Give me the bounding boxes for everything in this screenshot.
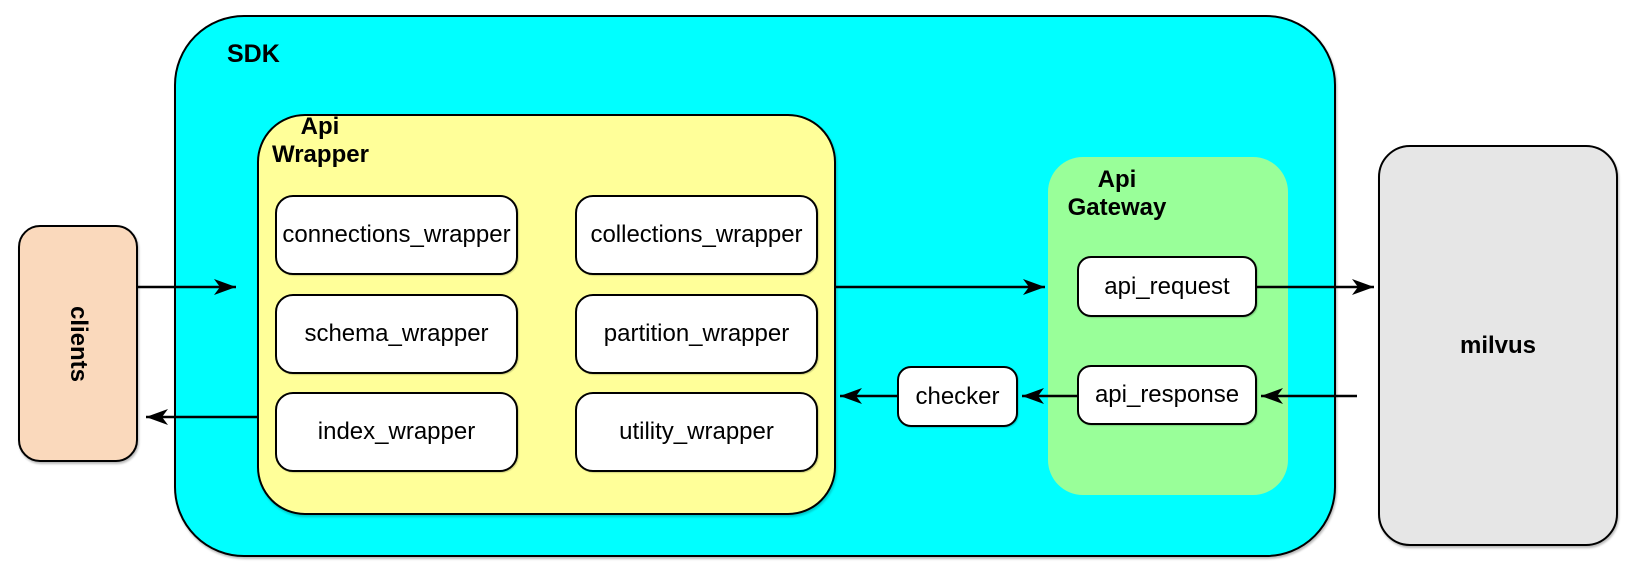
module-label: utility_wrapper (619, 418, 774, 445)
checker-label: checker (915, 382, 1000, 410)
api-gateway-label: Api Gateway (1067, 166, 1167, 222)
milvus-box: milvus (1378, 145, 1618, 546)
module-label: schema_wrapper (304, 320, 489, 347)
api-wrapper-label: Api Wrapper (272, 113, 369, 169)
module-label: connections_wrapper (282, 221, 511, 248)
module-label: partition_wrapper (603, 320, 790, 347)
sdk-label: SDK (227, 40, 280, 68)
clients-box: clients (18, 225, 138, 462)
api-response-box: api_response (1077, 365, 1257, 425)
api-request-box: api_request (1077, 256, 1257, 317)
module-box-utility-wrapper: utility_wrapper (575, 392, 818, 472)
api-gateway-label-line2: Gateway (1067, 194, 1167, 221)
milvus-label: milvus (1459, 331, 1537, 359)
module-box-index-wrapper: index_wrapper (275, 392, 518, 472)
module-box-schema-wrapper: schema_wrapper (275, 294, 518, 374)
api-wrapper-label-line1: Api (300, 113, 340, 140)
api-wrapper-label-line2: Wrapper (272, 141, 369, 168)
module-label: index_wrapper (317, 418, 476, 445)
module-box-partition-wrapper: partition_wrapper (575, 294, 818, 374)
api-gateway-label-line1: Api (1097, 166, 1137, 193)
module-label: collections_wrapper (590, 221, 803, 248)
module-box-collections-wrapper: collections_wrapper (575, 195, 818, 275)
api-response-label: api_response (1094, 381, 1240, 408)
api-gateway-box (1048, 157, 1288, 495)
checker-box: checker (897, 366, 1018, 427)
api-request-label: api_request (1104, 272, 1230, 300)
clients-label: clients (65, 305, 92, 382)
module-box-connections-wrapper: connections_wrapper (275, 195, 518, 275)
